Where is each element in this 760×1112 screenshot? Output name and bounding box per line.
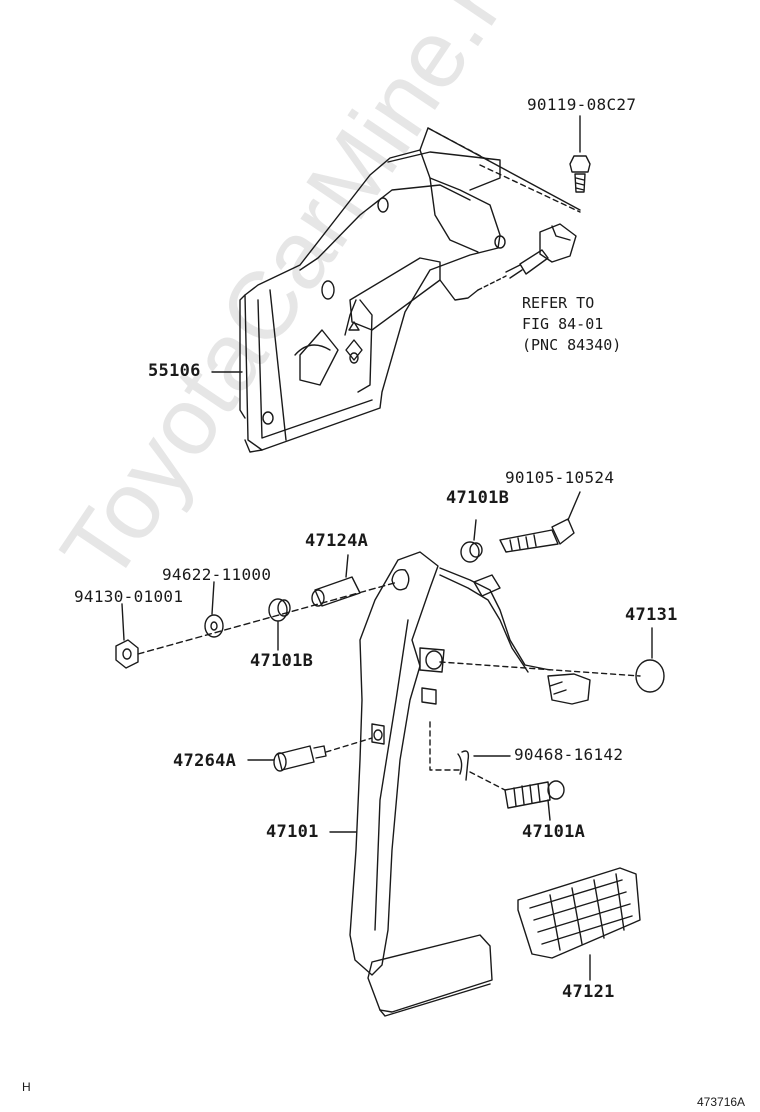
label-pin-47264a: 47264A	[173, 751, 237, 771]
corner-mark: H	[22, 1080, 31, 1094]
figure-id: 473716A	[697, 1095, 746, 1109]
stop-cap-drawing	[635, 627, 665, 693]
refer-note-line1: REFER TO	[522, 294, 595, 312]
pedal-foot-pad-drawing	[367, 934, 493, 1017]
collar-drawing	[311, 554, 361, 607]
label-pad-cover-47121: 47121	[562, 982, 615, 1002]
pin-drawing	[504, 780, 565, 821]
label-clip-90468: 90468-16142	[514, 745, 624, 764]
clip-drawing	[429, 721, 511, 791]
label-pedal-arm-47101: 47101	[266, 822, 319, 842]
pedal-bolt-drawing	[499, 491, 581, 553]
washer-drawing	[204, 581, 224, 638]
pedal-arm-drawing	[349, 551, 551, 976]
label-collar-47124a: 47124A	[305, 531, 369, 551]
top-bushing-drawing	[460, 519, 483, 563]
pedal-switch-drawing	[439, 661, 641, 705]
left-bushing-drawing	[268, 598, 291, 651]
label-bracket-55106: 55106	[148, 361, 201, 381]
pad-cover-drawing	[517, 867, 641, 981]
refer-note-line2: FIG 84-01	[522, 315, 604, 333]
label-nut-94130: 94130-01001	[74, 587, 184, 606]
label-stop-cap-47131: 47131	[625, 605, 678, 625]
label-bolt-90119: 90119-08C27	[527, 95, 637, 114]
stop-lamp-switch-drawing	[477, 223, 577, 291]
label-washer-94622: 94622-11000	[162, 565, 272, 584]
label-pin-47101a: 47101A	[522, 822, 586, 842]
label-bolt-90105: 90105-10524	[505, 468, 615, 487]
pivot-axis-line	[137, 581, 399, 655]
refer-note-line3: (PNC 84340)	[522, 336, 622, 354]
clevis-pin-drawing	[247, 737, 373, 772]
nut-drawing	[115, 603, 139, 669]
label-bushing-47101b-left: 47101B	[250, 651, 314, 671]
pedal-bracket-drawing	[239, 127, 581, 453]
label-bushing-47101b-top: 47101B	[446, 488, 510, 508]
top-bolt-drawing	[569, 115, 591, 193]
